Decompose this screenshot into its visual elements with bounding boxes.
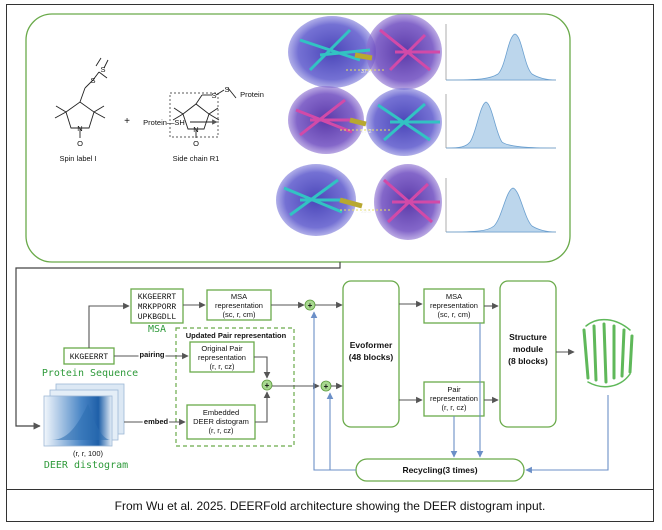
structure-module-box (499, 280, 557, 428)
arrow-seq-to-msa (88, 302, 130, 348)
side-chain-structure (172, 87, 237, 138)
msa-rep-box-1 (206, 289, 272, 321)
plus-sign-chem: + (124, 116, 130, 127)
arrow-original-to-plus (254, 356, 271, 379)
structure-module-line-1: Structure (509, 332, 547, 342)
distance-label-2: 5.7.2 (360, 129, 371, 135)
spin-label-caption: Spin label I (59, 154, 96, 163)
pair-rep-line-1: Pair (447, 385, 461, 394)
side-chain-protein-tag: Protein (240, 90, 264, 99)
msa-rep-1-line-1: MSA (231, 292, 247, 301)
msa-label: MSA (148, 324, 166, 335)
structure-module-line-2: module (513, 344, 543, 354)
side-chain-s1: S (211, 91, 216, 100)
embedded-deer-line-1: Embedded (203, 408, 239, 417)
protein-sh-label: Protein—SH (143, 118, 185, 127)
spin-label-o: O (77, 139, 83, 148)
spin-label-s2: S (100, 65, 105, 74)
side-chain-n: N (193, 125, 198, 134)
side-chain-caption: Side chain R1 (173, 154, 220, 163)
plus-node-pair-sign: + (324, 382, 329, 391)
spin-label-structure (54, 57, 109, 138)
distance-label-3: 29.5 (361, 209, 371, 215)
original-pair-line-1: Original Pair (201, 344, 243, 353)
protein-sequence-label: Protein Sequence (42, 368, 138, 379)
arrow-embedded-to-plus (255, 391, 271, 423)
distance-plot-3 (445, 178, 557, 233)
evoformer-title: Evoformer (350, 340, 393, 350)
top-panel (25, 13, 571, 263)
msa-rep-1-line-2: representation (215, 301, 263, 310)
original-pair-line-3: (r, r, cz) (210, 362, 236, 371)
pair-rep-line-3: (r, r, cz) (442, 403, 468, 412)
pair-rep-box (423, 381, 485, 417)
embedded-deer-line-3: (r, r, cz) (209, 426, 235, 435)
protein-render-1 (288, 14, 442, 90)
pair-rep-line-2: representation (430, 394, 478, 403)
recycling-label: Recycling(3 times) (402, 465, 477, 475)
evoformer-subtitle: (48 blocks) (349, 352, 394, 362)
plus-node-inner-sign: + (265, 381, 270, 390)
embedded-deer-line-2: DEER distogram (193, 417, 249, 426)
msa-box (130, 288, 184, 324)
structure-module-line-3: (8 blocks) (508, 356, 548, 366)
msa-line-1: KKGEERRT (138, 293, 177, 302)
spin-label-s1: S (90, 76, 95, 85)
connector-top-to-distogram (15, 262, 341, 430)
updated-pair-title: Updated Pair representation (186, 331, 287, 340)
embedded-deer-box (186, 404, 256, 440)
evoformer-box (342, 280, 400, 428)
deer-distogram-stack (43, 383, 125, 447)
distance-label-1: 37.8 (361, 69, 371, 75)
spin-label-n: N (77, 124, 82, 133)
msa-rep-2-line-2: representation (430, 301, 478, 310)
msa-rep-box-2 (423, 288, 485, 324)
distogram-label: DEER distogram (44, 460, 128, 471)
plus-node-inner (261, 379, 273, 391)
side-chain-s2: S (224, 85, 229, 94)
pairing-label: pairing (139, 350, 164, 359)
distogram-dims: (r, r, 100) (73, 449, 104, 458)
recycling-arrows (310, 311, 609, 474)
protein-render-3 (276, 164, 442, 240)
msa-rep-1-line-3: (sc, r, cm) (223, 310, 256, 319)
output-protein-structure (582, 318, 634, 388)
embed-label: embed (144, 417, 169, 426)
msa-rep-2-line-3: (sc, r, cm) (438, 310, 471, 319)
msa-line-2: MRKPPORR (138, 303, 177, 312)
distance-plot-1 (445, 24, 557, 81)
original-pair-box (189, 341, 255, 373)
msa-line-3: UPKBGDLL (138, 313, 177, 322)
sequence-text: KKGEERRT (70, 353, 109, 362)
plus-node-msa-sign: + (308, 301, 313, 310)
original-pair-line-2: representation (198, 353, 246, 362)
distance-plot-2 (445, 94, 557, 149)
side-chain-o: O (193, 139, 199, 148)
protein-render-2 (288, 86, 442, 156)
side-chain-dashed-box (169, 92, 219, 138)
updated-pair-box (175, 327, 295, 447)
figure-caption: From Wu et al. 2025. DEERFold architectu… (6, 489, 654, 522)
msa-rep-2-line-1: MSA (446, 292, 462, 301)
